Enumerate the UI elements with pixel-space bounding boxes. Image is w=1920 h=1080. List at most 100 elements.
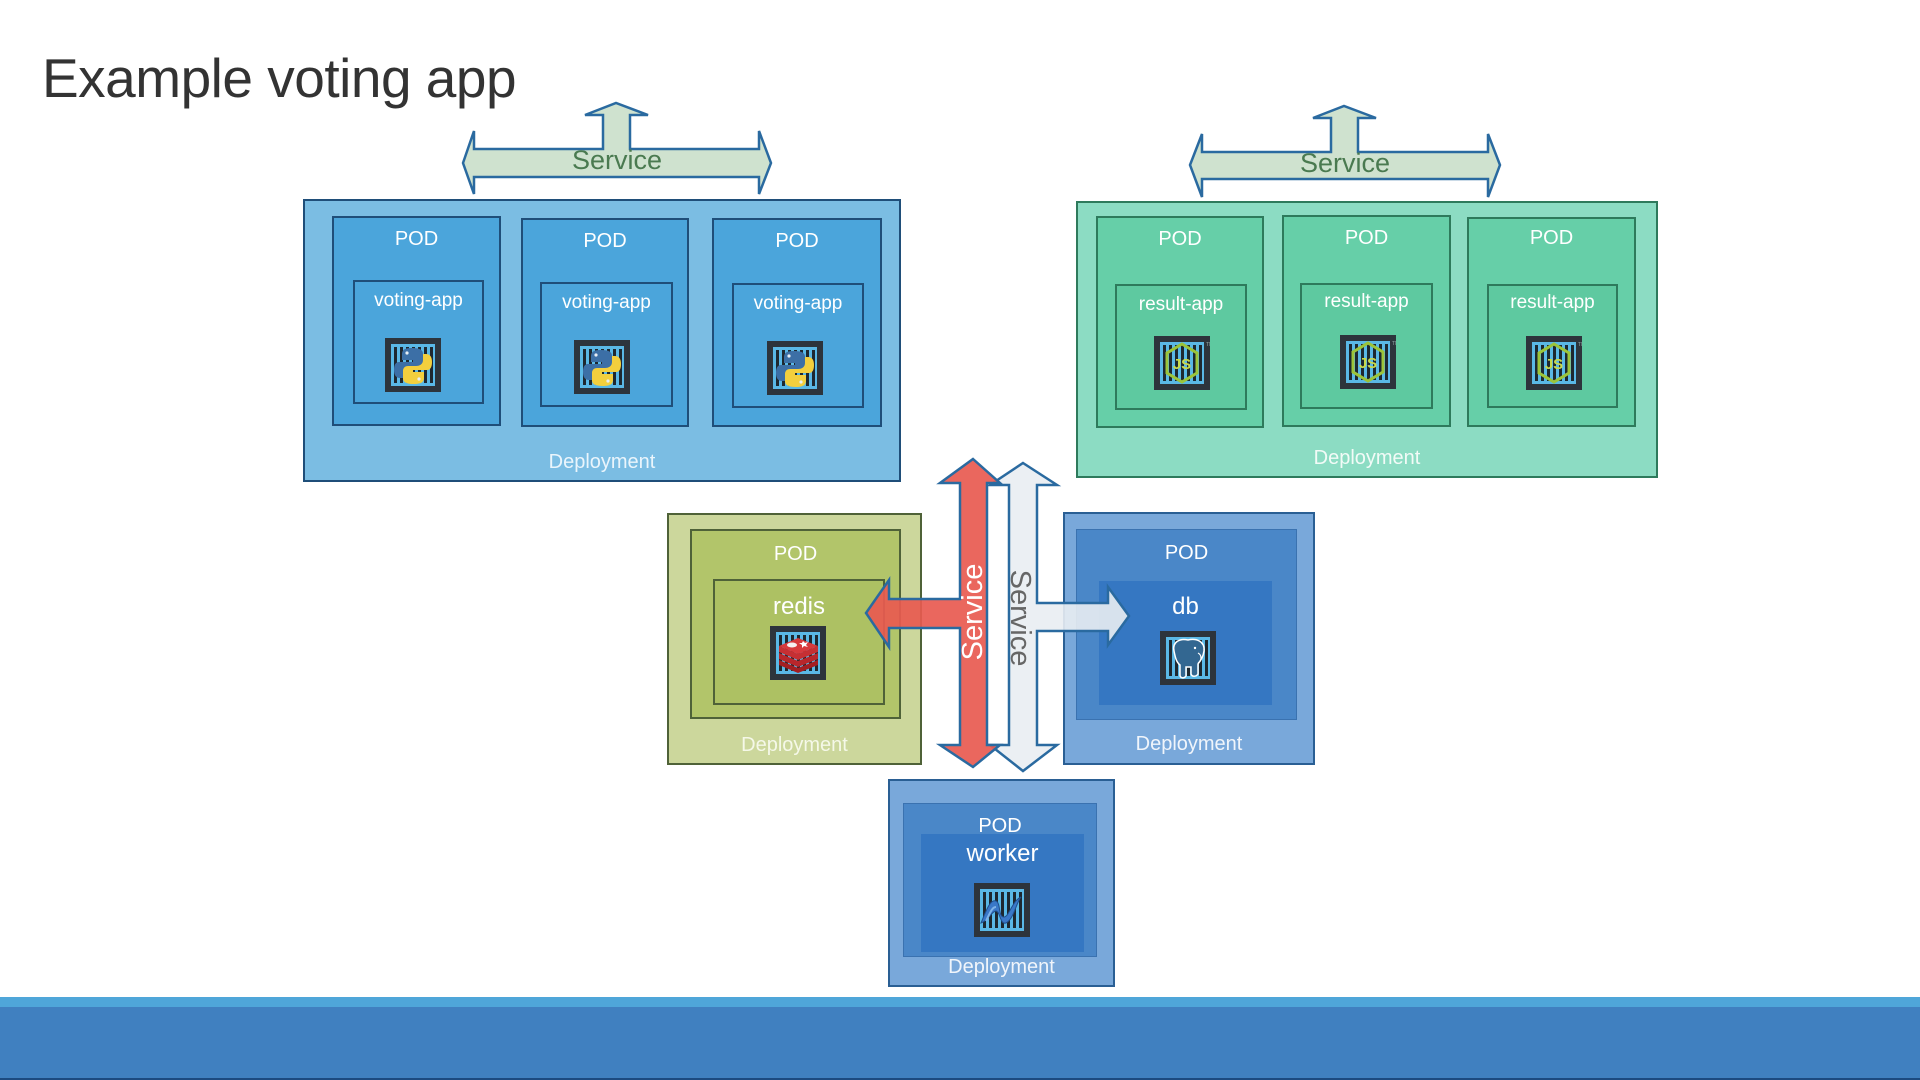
python-logo-yellow [785, 357, 814, 387]
container-label: voting-app [374, 290, 463, 311]
container-bar [1373, 344, 1376, 380]
voting-app-container: voting-app [540, 282, 673, 407]
container-bar [1175, 345, 1178, 381]
container-bar [1001, 892, 1004, 928]
container-bar [1181, 345, 1184, 381]
container-bar [983, 892, 986, 928]
container-bar [1205, 640, 1208, 676]
container-bar [1169, 345, 1172, 381]
postgres-elephant [1172, 638, 1205, 679]
container-label: worker [966, 840, 1039, 867]
svg-text:TM: TM [1578, 342, 1582, 348]
postgres-container-icon [1160, 631, 1216, 690]
footer-stripe [0, 997, 1920, 1007]
dotnet-container-icon [974, 883, 1030, 942]
nodejs-hexagon [1165, 342, 1199, 384]
container-label: voting-app [753, 293, 843, 314]
nodejs-container-icon: JS TM [1526, 336, 1585, 395]
container-bar [1565, 345, 1568, 381]
result-pod-3: POD result-app JS TM [1467, 217, 1636, 427]
db-deployment-label: Deployment [1135, 733, 1243, 755]
container-label: redis [772, 593, 826, 620]
voting-pod-3: POD voting-app [712, 218, 882, 427]
redis-layer-2 [779, 653, 818, 667]
voting-app-container: voting-app [353, 280, 484, 404]
container-bar [779, 635, 782, 671]
python-logo-yellow [592, 356, 621, 386]
worker-deployment-label: Deployment [948, 956, 1055, 978]
result-app-container: result-app JS TM [1300, 283, 1433, 409]
container-bar [1361, 344, 1364, 380]
container-label: result-app [1138, 294, 1224, 315]
container-bar [1349, 344, 1352, 380]
container-label: result-app [1324, 291, 1409, 312]
container-bar [1379, 344, 1382, 380]
db-container: db [1099, 581, 1272, 705]
result-pod-2: POD result-app JS TM [1282, 215, 1451, 427]
container-bar [1019, 892, 1022, 928]
voting-deployment-label: Deployment [548, 451, 656, 473]
container-label: result-app [1510, 292, 1595, 313]
redis-deployment-label: Deployment [741, 734, 848, 756]
pod-label: POD [583, 230, 627, 252]
python-container-icon [385, 338, 441, 397]
nodejs-container-icon: JS TM [1340, 335, 1399, 394]
db-service-label: Service [1004, 569, 1036, 667]
python-logo-blue [776, 351, 805, 381]
container-bar [1199, 345, 1202, 381]
container-label: voting-app [562, 292, 651, 313]
nodejs-hexagon [1351, 341, 1385, 383]
result-service-label: Service [1299, 148, 1391, 178]
result-pod-1: POD result-app JSTM [1096, 216, 1264, 428]
nodejs-hexagon [1537, 342, 1571, 384]
nodejs-js-glyph: JS [1545, 356, 1563, 373]
python-container-icon [767, 341, 823, 400]
nodejs-container-icon: JSTM [1154, 336, 1213, 395]
python-logo-blue [583, 350, 612, 380]
container-bar [1193, 345, 1196, 381]
pod-label: POD [1344, 227, 1389, 249]
voting-pod-1: POD voting-app [332, 216, 501, 426]
result-app-container: result-app JSTM [1115, 284, 1247, 410]
redis-layer-3 [779, 660, 818, 673]
container-bar [1007, 892, 1010, 928]
pod-label: POD [1164, 542, 1209, 564]
python-container-icon [574, 340, 630, 399]
redis-container-icon [770, 626, 826, 685]
nodejs-js-glyph: JS [1359, 355, 1377, 372]
result-app-container: result-app JS TM [1487, 284, 1618, 408]
redis-layer-1 [779, 646, 818, 660]
container-bar [815, 635, 818, 671]
python-logo-blue [394, 348, 423, 378]
container-label: db [1172, 593, 1199, 620]
container-bar [1571, 345, 1574, 381]
voting-app-container: voting-app [732, 283, 864, 408]
redis-top [779, 638, 818, 654]
container-bar [1535, 345, 1538, 381]
voting-pod-2: POD voting-app [521, 218, 689, 427]
container-bar [1355, 344, 1358, 380]
pod-label: POD [1158, 228, 1202, 250]
result-deployment-label: Deployment [1313, 447, 1421, 469]
redis-container: redis [713, 579, 885, 705]
worker-pod: POD worker [903, 803, 1097, 957]
python-logo-yellow [403, 354, 432, 384]
dotnet-wave-logo [980, 896, 1022, 924]
svg-text:TM: TM [1392, 341, 1396, 347]
container-bar [1169, 640, 1172, 676]
container-bar [1553, 345, 1556, 381]
container-bar [1541, 345, 1544, 381]
pod-label: POD [775, 230, 819, 252]
nodejs-js-glyph: JS [1173, 356, 1191, 373]
redis-pod: POD redis [690, 529, 901, 719]
footer-bar [0, 1007, 1920, 1080]
slide-title: Example voting app [42, 47, 517, 109]
container-bar [1559, 345, 1562, 381]
redis-service-label: Service [957, 563, 989, 661]
voting-service-label: Service [571, 145, 663, 175]
container-bar [1187, 345, 1190, 381]
pod-label: POD [773, 543, 818, 565]
db-pod: POD db [1076, 529, 1297, 720]
worker-container: worker [921, 834, 1084, 952]
pod-label: POD [1529, 227, 1574, 249]
